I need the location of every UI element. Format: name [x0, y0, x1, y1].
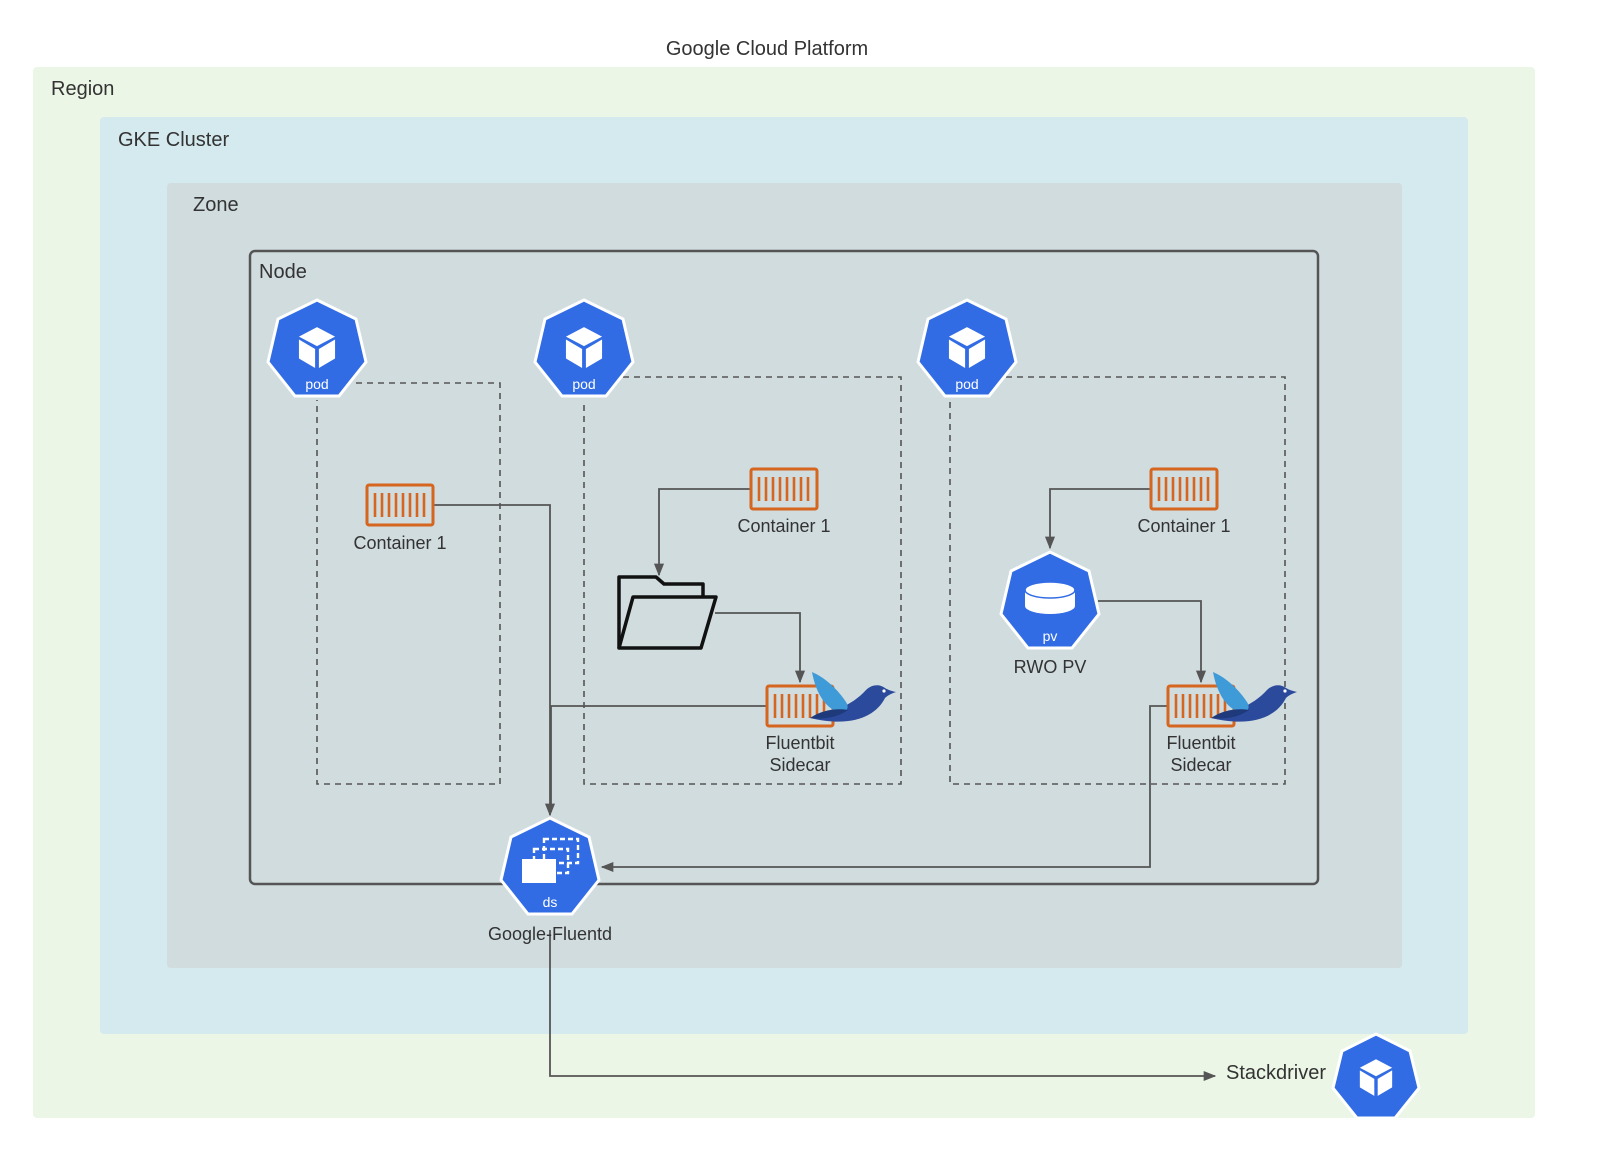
daemonset-icon: ds — [499, 816, 601, 916]
edge-pod1-container-to-fluentd — [434, 504, 556, 817]
gke-cluster-label: GKE Cluster — [118, 129, 229, 151]
pod-1-boundary — [316, 382, 501, 785]
edge-fluentd-to-stackdriver — [549, 930, 1217, 1082]
pod-2-sidecar-label-line1: Fluentbit — [765, 733, 834, 753]
zone-container — [167, 183, 1402, 968]
region-label: Region — [51, 78, 114, 100]
edge-pv-to-sidecar — [1098, 600, 1207, 684]
pod-2-container-label: Container 1 — [737, 516, 830, 536]
pod-3-badge: pod — [955, 376, 978, 392]
edge-folder-to-sidecar — [715, 612, 806, 684]
diagram-title: Google Cloud Platform — [666, 38, 868, 60]
pod-3-boundary — [949, 376, 1286, 785]
edge-pod2-container-to-folder — [653, 488, 751, 577]
pod-3-sidecar-label-line1: Fluentbit — [1166, 733, 1235, 753]
folder-icon — [617, 575, 718, 650]
pod-1-icon: pod — [266, 298, 368, 398]
pod-3-container-label: Container 1 — [1137, 516, 1230, 536]
stackdriver-label: Stackdriver — [1226, 1062, 1326, 1084]
pv-icon: pv — [999, 550, 1101, 650]
edge-pod2-sidecar-to-fluentd — [550, 705, 768, 812]
pv-label: RWO PV — [1014, 657, 1087, 677]
pod-1-container-label: Container 1 — [353, 533, 446, 553]
daemonset-label: Google-Fluentd — [488, 924, 612, 944]
pv-badge: pv — [1043, 628, 1058, 644]
pod-2-icon: pod — [533, 298, 635, 398]
pod-2-badge: pod — [572, 376, 595, 392]
edge-pod3-container-to-pv — [1044, 488, 1151, 550]
pod-2-boundary — [583, 376, 902, 785]
pod-1-badge: pod — [305, 376, 328, 392]
daemonset-badge: ds — [543, 894, 558, 910]
node-container — [248, 249, 1320, 886]
stackdriver-icon — [1331, 1032, 1421, 1120]
zone-label: Zone — [193, 194, 239, 216]
edge-pod3-sidecar-to-fluentd — [600, 705, 1168, 873]
pod-2-sidecar-label-line2: Sidecar — [769, 755, 830, 775]
pod-3-sidecar-label-line2: Sidecar — [1170, 755, 1231, 775]
pod-3-icon: pod — [916, 298, 1018, 398]
node-label: Node — [259, 261, 307, 283]
